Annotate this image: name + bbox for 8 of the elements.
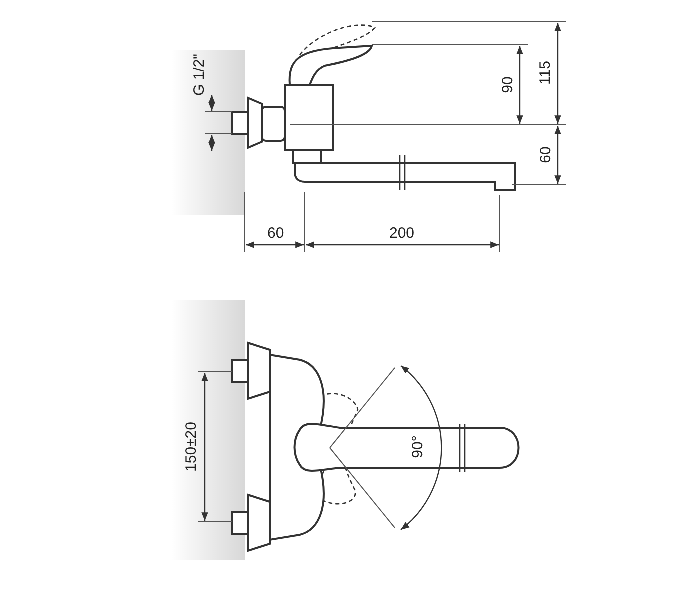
dimension-label: 60: [538, 146, 554, 164]
dimension-label: 90°: [410, 436, 426, 458]
dimension-label: 60: [268, 226, 284, 242]
dimension-label: 115: [538, 61, 554, 85]
dimension-label: 150±20: [184, 422, 200, 472]
dimension-label: 200: [390, 226, 415, 242]
dimension-label: G 1/2": [192, 54, 208, 96]
dimension-label: 90: [500, 76, 516, 94]
